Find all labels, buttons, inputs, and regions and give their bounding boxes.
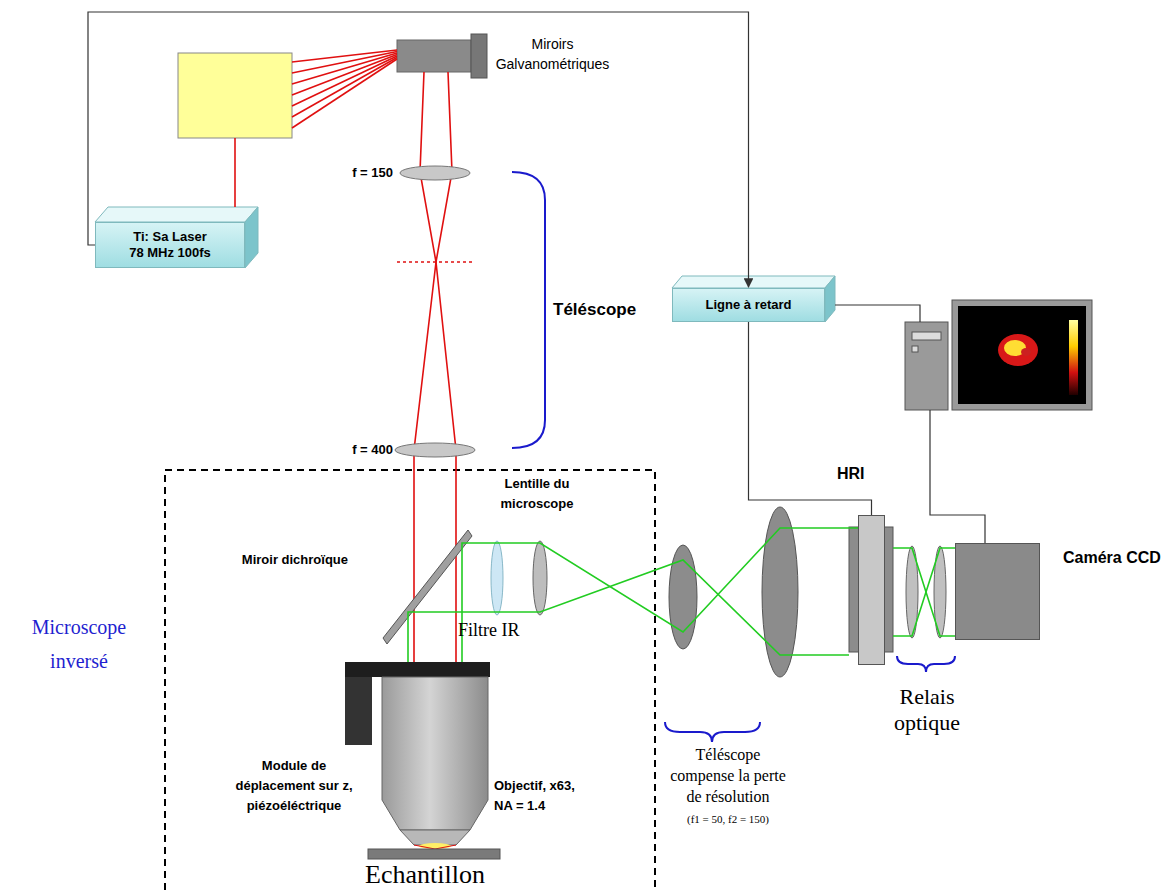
objective-assembly-part (345, 662, 490, 677)
telescope-lens (395, 166, 475, 457)
laser-box-faces-part (245, 207, 258, 268)
computer-symbol-part (998, 334, 1038, 366)
objective-assembly-part (382, 677, 488, 830)
focal-length: (f1 = 50, f2 = 150) (648, 812, 808, 826)
signal-connector (749, 322, 872, 515)
focal-length: f = 150 (325, 164, 393, 182)
component-label: Objectif, x63, NA = 1.4 (494, 776, 590, 816)
label-text: Miroirs Galvanométriques (496, 36, 610, 72)
lens-part (762, 507, 798, 677)
signal-wire (835, 305, 985, 543)
computer-symbol-part (912, 332, 941, 340)
laser-box-faces (95, 207, 258, 268)
region-label: Microscope inversé (4, 610, 154, 678)
computer-symbol (905, 300, 1092, 410)
fluorescence-beam-part (408, 560, 849, 662)
signal-connector (88, 12, 749, 287)
node-text: Caméra CCD (1063, 548, 1161, 568)
objective-assembly-part (400, 830, 470, 845)
galvo-mirror-symbol-part (397, 40, 471, 72)
component-label: Miroirs Galvanométriques (490, 34, 615, 74)
label-text: Relais optique (894, 684, 960, 735)
bracket-part (512, 172, 545, 448)
lens-part (533, 541, 547, 615)
group-label: Relais optique (866, 684, 988, 736)
delay-line-box: Ligne à retard (672, 288, 825, 322)
objective-assembly-part (419, 843, 451, 849)
laser-box-faces-part (95, 207, 258, 222)
objective-assembly (345, 662, 500, 859)
computer-symbol-part (952, 300, 1092, 410)
label-text: Objectif, x63, NA = 1.4 (494, 778, 575, 813)
delay-box-faces-part (672, 276, 835, 288)
label-text: Lentille du microscope (501, 476, 574, 511)
laser-beam-part (292, 56, 397, 106)
node-text: Ligne à retard (706, 297, 792, 313)
computer-symbol-part (905, 322, 948, 410)
laser-box: Ti: Sa Laser 78 MHz 100fs (95, 222, 245, 268)
ccd-camera-box: Caméra CCD (955, 543, 1040, 640)
objective-assembly-part (414, 845, 456, 849)
label-text: Echantillon (365, 860, 485, 889)
group-label: Téléscope compense la perte de résolutio… (662, 744, 794, 807)
objective-assembly-part (368, 849, 500, 859)
galvo-mirror-symbol-part (471, 34, 487, 78)
laser-beam-part (292, 59, 397, 128)
fluorescence-beam-part (893, 548, 955, 636)
component-label: Filtre IR (458, 619, 553, 641)
node-text: Ti: Sa Laser 78 MHz 100fs (126, 229, 214, 262)
laser-beam-part (292, 55, 397, 96)
bracket-part (897, 656, 955, 672)
delay-box-faces-part (825, 276, 835, 322)
lens-part (491, 541, 503, 615)
microscope-region (165, 470, 655, 892)
focal-length: f = 400 (325, 441, 393, 459)
sample-label: Echantillon (320, 860, 530, 890)
label-text: Téléscope compense la perte de résolutio… (670, 746, 786, 805)
computer-symbol-part (1021, 348, 1031, 356)
label-text: Module de déplacement sur z, piézoéléctr… (235, 758, 352, 813)
bracket-part (665, 722, 760, 742)
laser-beam-part (292, 58, 397, 118)
pulse-shaper-box (178, 53, 292, 138)
galvo-mirror-symbol (397, 34, 487, 78)
computer-symbol-part (1069, 320, 1078, 395)
group-label: Téléscope (553, 299, 678, 321)
bracket (512, 172, 955, 742)
label-text: Miroir dichroïque (242, 552, 348, 567)
label-text: (f1 = 50, f2 = 150) (687, 813, 769, 825)
fluorescence-beam-part (893, 548, 955, 636)
laser-beam-part (234, 138, 236, 207)
signal-wire-part (835, 305, 920, 322)
label-text: Téléscope (553, 300, 636, 319)
telescope-lens-part (395, 443, 475, 457)
pulse-shaper-box-part (178, 53, 292, 138)
component-label: Lentille du microscope (488, 474, 586, 514)
delay-box-faces (672, 276, 835, 322)
computer-symbol-part (958, 306, 1086, 404)
fluorescence-beam-part (462, 528, 858, 662)
lens (491, 507, 946, 677)
telescope-lens-part (400, 166, 470, 180)
intensifier-box: HRI (858, 515, 885, 665)
computer-symbol-part (912, 346, 918, 352)
signal-wire-part (930, 410, 985, 543)
laser-beam-part (397, 261, 474, 263)
node-text: HRI (837, 464, 865, 484)
component-label: Module de déplacement sur z, piézoéléctr… (232, 756, 356, 816)
label-text: Microscope inversé (32, 616, 126, 672)
laser-beam-part (414, 72, 452, 662)
microscope-region-part (165, 470, 655, 892)
label-text: f = 400 (352, 442, 393, 457)
label-text: f = 150 (352, 165, 393, 180)
component-label: Miroir dichroïque (196, 551, 348, 569)
laser-beam (235, 50, 474, 662)
label-text: Filtre IR (458, 620, 520, 640)
